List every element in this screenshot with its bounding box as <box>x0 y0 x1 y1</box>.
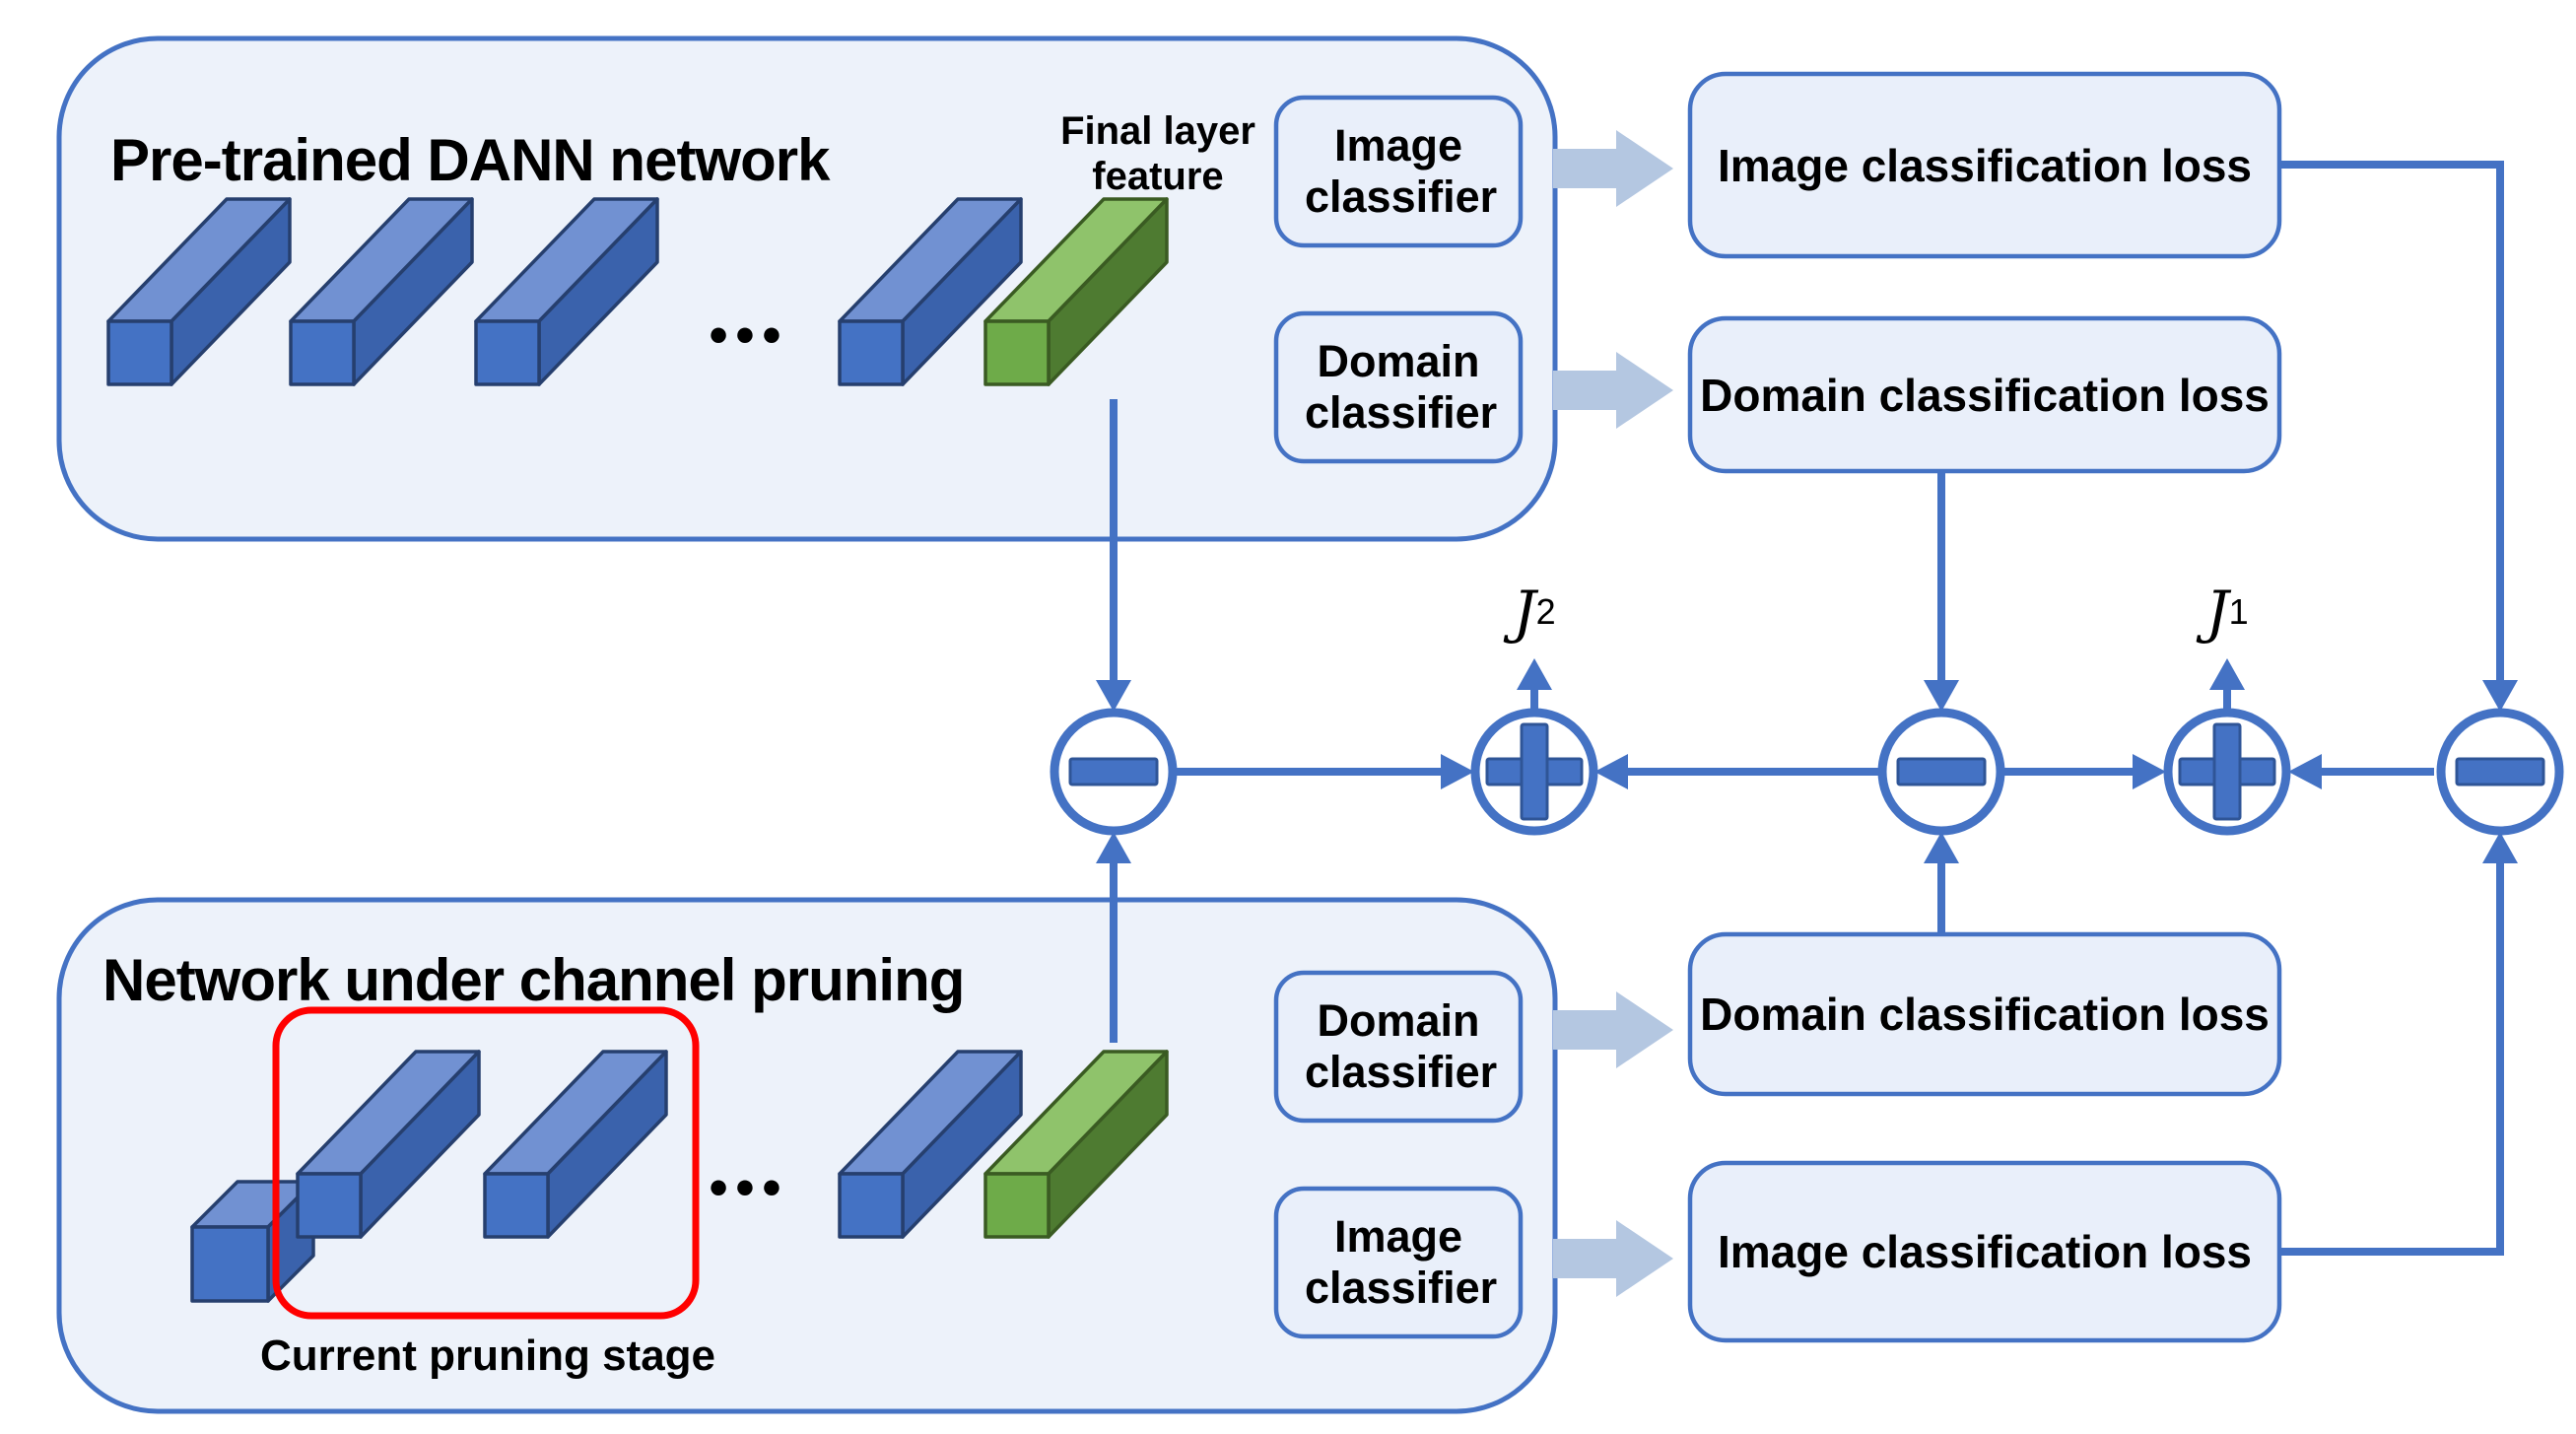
j2-add-node <box>1470 708 1598 836</box>
top-domain-classifier-box <box>1273 310 1524 464</box>
conv-layer-bar <box>838 1050 1023 1239</box>
pruning-network-title: Network under channel pruning <box>102 947 965 1013</box>
classifier-output-arrow <box>1553 991 1673 1068</box>
top-feature-to-subtract-connector <box>1096 399 1131 712</box>
conv-layer-bar <box>296 1050 481 1239</box>
pretrained-network-title: Pre-trained DANN network <box>110 127 830 193</box>
j2-output-connector <box>1517 658 1552 712</box>
minus-icon <box>1896 757 1987 786</box>
top-domain-loss-box <box>1687 315 2282 474</box>
feature-subtract-to-j2-connector <box>1177 754 1474 789</box>
conv-layer-bar <box>289 197 474 386</box>
bottom-feature-to-subtract-connector <box>1096 832 1131 1043</box>
bottom-image-loss-to-subtract-connector <box>2279 832 2518 1256</box>
j1-add-node <box>2163 708 2291 836</box>
pretrained-network-panel <box>56 35 1558 542</box>
conv-layer-bar <box>483 1050 668 1239</box>
hidden-layers-ellipsis: ••• <box>709 1158 789 1217</box>
conv-layer-bar <box>106 197 292 386</box>
plus-icon <box>1520 722 1549 821</box>
domain-subtract-to-j1-connector <box>2004 754 2166 789</box>
top-domain-classifier-label: Domain classifier <box>1305 336 1498 438</box>
feature-subtract-node <box>1050 708 1178 836</box>
bottom-domain-loss-box <box>1687 931 2282 1097</box>
minus-icon <box>1068 757 1159 786</box>
classifier-output-arrow <box>1553 352 1673 429</box>
final-layer-feature-label: Final layer feature <box>1060 109 1255 198</box>
top-domain-loss-to-subtract-connector <box>1924 471 1959 712</box>
bottom-image-classifier-box <box>1273 1186 1524 1339</box>
bottom-domain-classifier-box <box>1273 970 1524 1124</box>
classifier-output-arrow <box>1553 1220 1673 1297</box>
current-pruning-stage-label: Current pruning stage <box>259 1332 716 1380</box>
domain-subtract-node <box>1877 708 2005 836</box>
top-domain-loss-label: Domain classification loss <box>1700 369 2270 421</box>
j1-output-connector <box>2209 658 2245 712</box>
bottom-domain-loss-label: Domain classification loss <box>1700 989 2270 1040</box>
top-image-loss-to-subtract-connector <box>2279 161 2518 712</box>
classifier-output-arrow <box>1553 130 1673 207</box>
hidden-layers-ellipsis: ••• <box>709 306 789 365</box>
bottom-image-classifier-label: Image classifier <box>1305 1211 1498 1313</box>
bottom-domain-classifier-label: Domain classifier <box>1305 995 1498 1097</box>
conv-layer-bar <box>838 197 1023 386</box>
top-image-classifier-label: Image classifier <box>1305 120 1498 222</box>
pruning-stage-highlight <box>272 1006 700 1320</box>
plus-icon <box>2212 722 2242 821</box>
conv-layer-bar <box>474 197 659 386</box>
bottom-image-loss-label: Image classification loss <box>1717 1226 2252 1277</box>
domain-subtract-to-j2-connector <box>1594 754 1878 789</box>
image-subtract-node <box>2436 708 2564 836</box>
top-image-classifier-box <box>1273 95 1524 248</box>
top-image-loss-label: Image classification loss <box>1717 139 2252 191</box>
bottom-domain-loss-to-subtract-connector <box>1924 832 1959 934</box>
final-feature-bar <box>983 197 1169 386</box>
minus-icon <box>2455 757 2545 786</box>
image-subtract-to-j1-connector <box>2288 754 2434 789</box>
final-feature-bar <box>983 1050 1169 1239</box>
pruning-network-panel <box>56 897 1558 1414</box>
